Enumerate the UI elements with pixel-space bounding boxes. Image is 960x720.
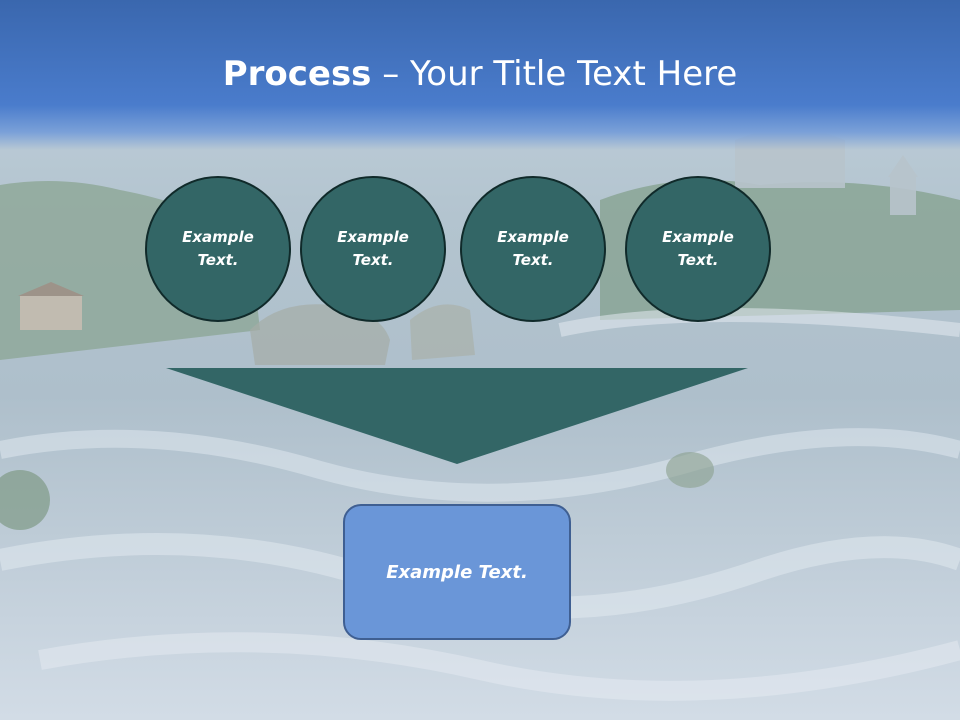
process-circle-2-text: Example Text. xyxy=(337,228,409,269)
process-circle-1-text: Example Text. xyxy=(182,228,254,269)
title-rest: – Your Title Text Here xyxy=(371,54,738,94)
title-bold: Process xyxy=(222,54,372,94)
process-circle-4[interactable]: Example Text. xyxy=(625,176,771,322)
slide-title: Process – Your Title Text Here xyxy=(0,52,960,96)
funnel-triangle xyxy=(166,368,748,464)
process-circle-1[interactable]: Example Text. xyxy=(145,176,291,322)
process-circle-4-text: Example Text. xyxy=(662,228,734,269)
process-circle-2[interactable]: Example Text. xyxy=(300,176,446,322)
title-band xyxy=(0,0,960,150)
process-circle-3[interactable]: Example Text. xyxy=(460,176,606,322)
result-box-text: Example Text. xyxy=(386,561,528,583)
result-box[interactable]: Example Text. xyxy=(343,504,571,640)
process-circle-3-text: Example Text. xyxy=(497,228,569,269)
